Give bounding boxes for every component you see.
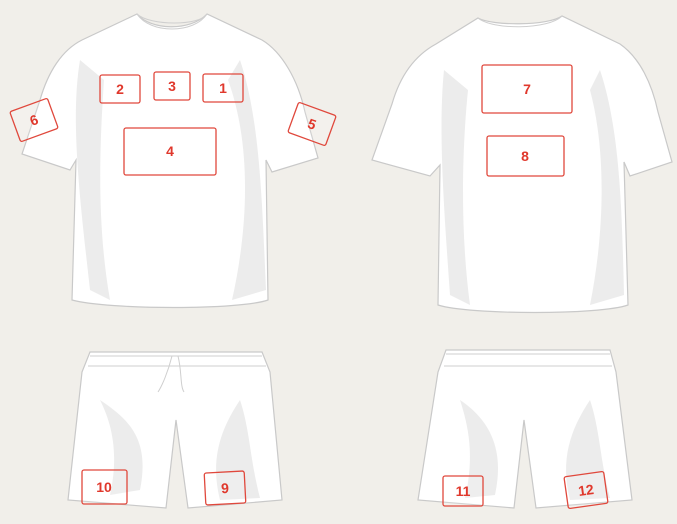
zone-1: 1 [203, 74, 243, 102]
zone-11: 11 [443, 476, 483, 506]
zone-10-label: 10 [96, 479, 112, 495]
zone-7: 7 [482, 65, 572, 113]
zone-1-label: 1 [219, 80, 227, 96]
zone-2-label: 2 [116, 81, 124, 97]
zone-11-label: 11 [456, 483, 471, 499]
zone-2: 2 [100, 75, 140, 103]
zone-10: 10 [82, 470, 127, 504]
zone-4-label: 4 [166, 143, 174, 159]
zone-8-label: 8 [521, 148, 529, 164]
zone-4: 4 [124, 128, 216, 175]
zone-9-label: 9 [221, 480, 230, 496]
zone-9: 9 [204, 471, 246, 505]
zone-7-label: 7 [523, 81, 531, 97]
zone-12: 12 [564, 471, 608, 508]
zone-8: 8 [487, 136, 564, 176]
zone-12-label: 12 [577, 481, 595, 499]
zone-3: 3 [154, 72, 190, 100]
zone-3-label: 3 [168, 78, 176, 94]
